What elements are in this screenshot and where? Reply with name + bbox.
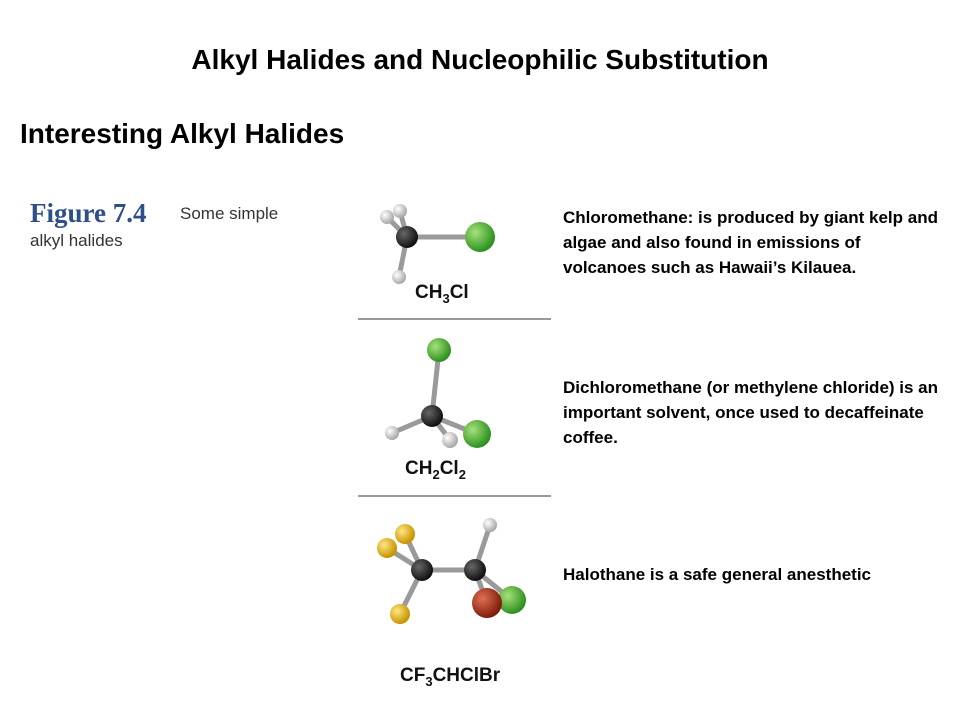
- chloromethane-description: Chloromethane: is produced by giant kelp…: [563, 208, 938, 277]
- dichloromethane-panel: CH2Cl2: [355, 328, 555, 493]
- halothane-formula: CF3CHClBr: [400, 665, 501, 689]
- figure-caption-line1: Some simple: [180, 204, 279, 223]
- figure-caption: Figure 7.4 Some simple alkyl halides: [30, 198, 278, 250]
- dichloromethane-description: Dichloromethane (or methylene chloride) …: [563, 378, 939, 447]
- halothane-panel: CF3CHClBr: [355, 508, 555, 693]
- slide-subtitle: Interesting Alkyl Halides: [20, 118, 345, 149]
- panel-divider: [358, 318, 551, 320]
- slide-title: Alkyl Halides and Nucleophilic Substitut…: [191, 44, 769, 75]
- dichloromethane-formula: CH2Cl2: [405, 458, 466, 482]
- chloromethane-model-image: [380, 204, 495, 284]
- halothane-description: Halothane is a safe general anesthetic: [563, 565, 872, 584]
- dichloromethane-model-image: [385, 338, 491, 448]
- figure-number: Figure 7.4: [30, 198, 147, 228]
- figure-caption-line2: alkyl halides: [30, 231, 123, 250]
- panel-divider: [358, 495, 551, 497]
- chloromethane-formula: CH3Cl: [415, 282, 469, 306]
- halothane-model-image: [377, 518, 526, 624]
- chloromethane-panel: CH3Cl: [355, 190, 555, 315]
